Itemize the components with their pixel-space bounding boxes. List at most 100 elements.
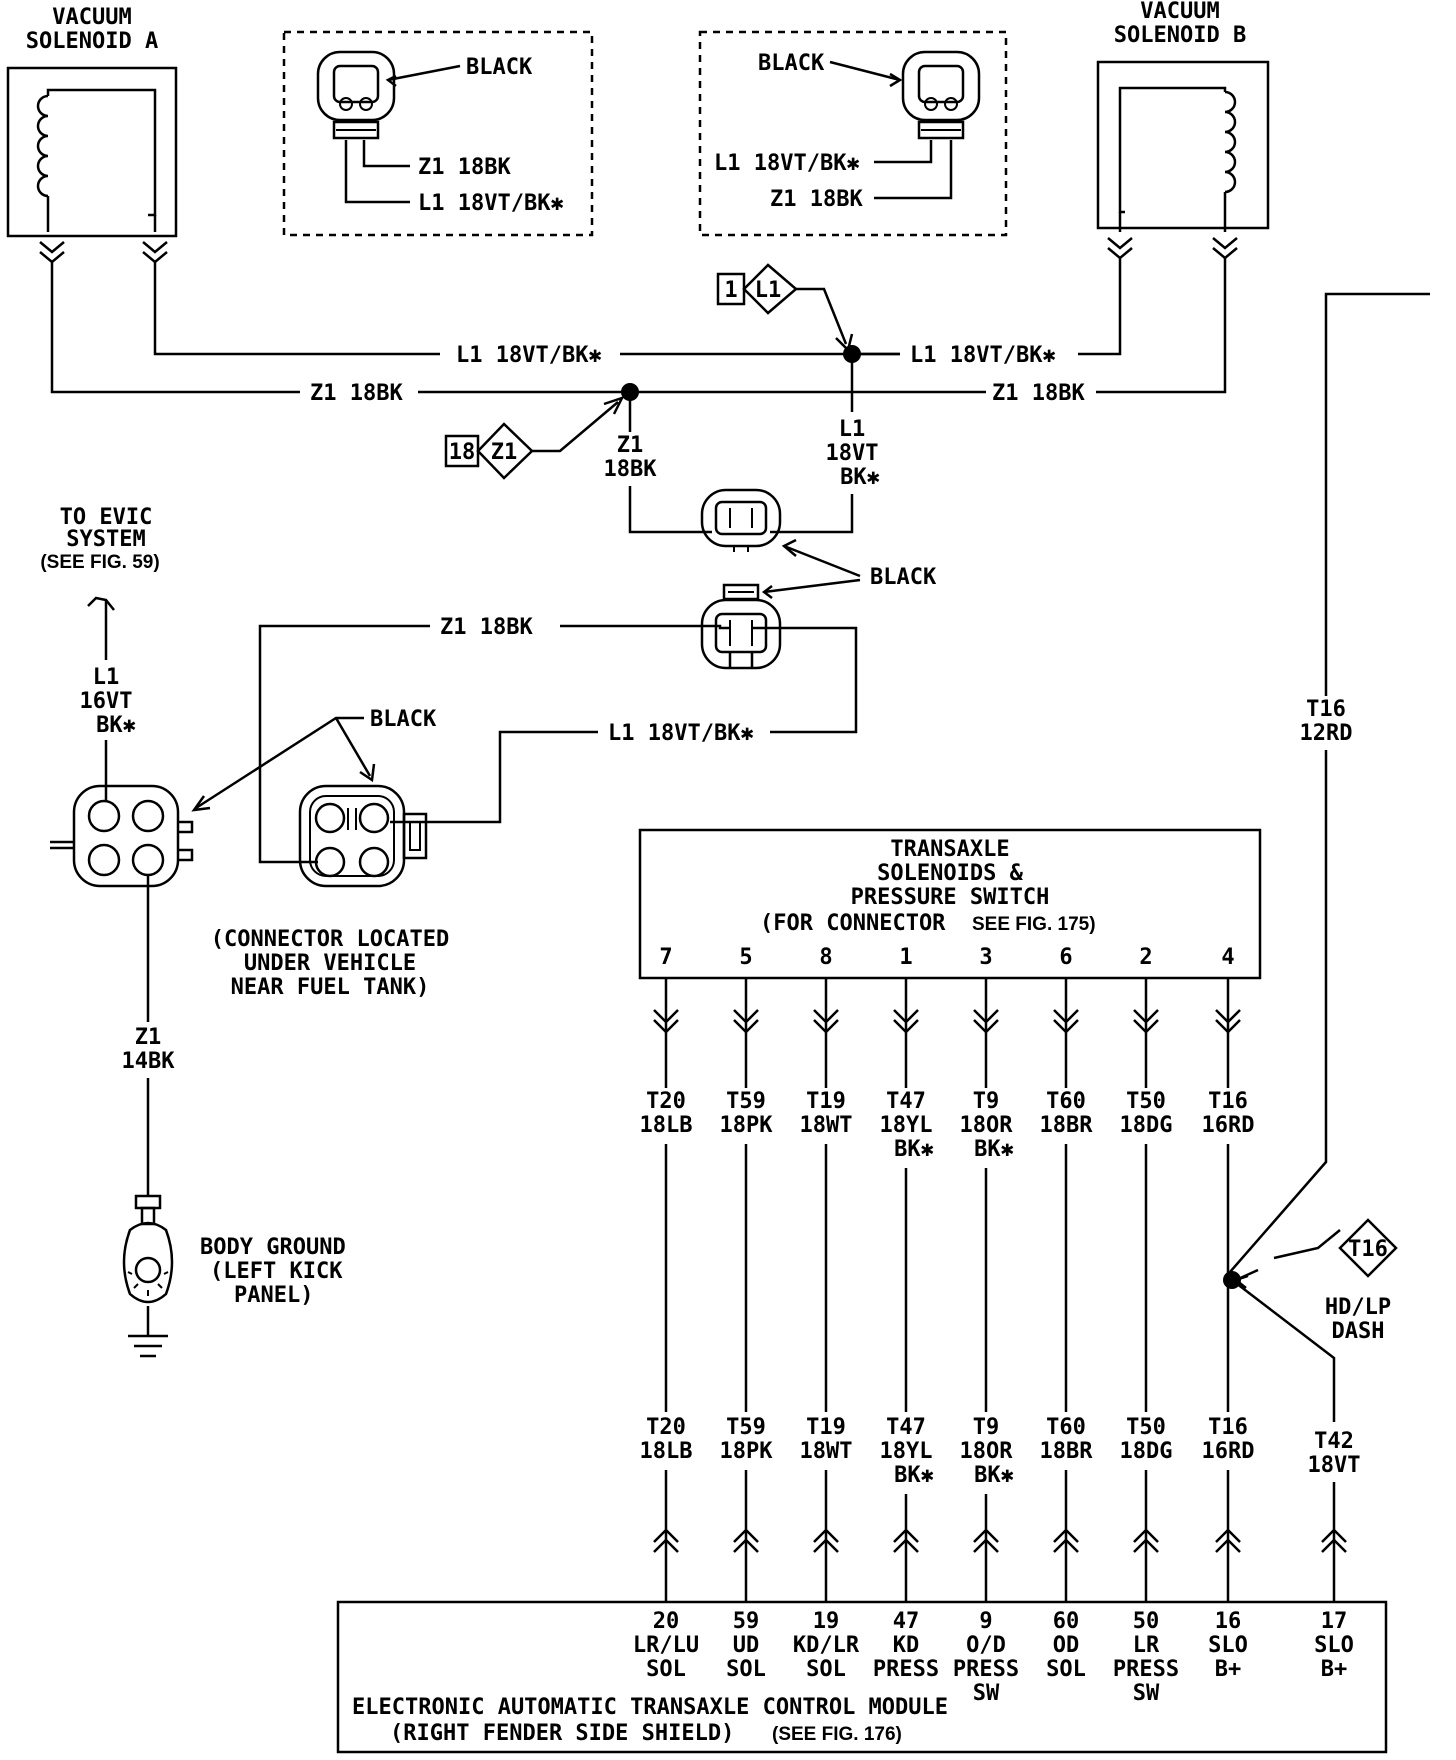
wire-label-bottom: 18PK [720, 1439, 774, 1464]
module-pin-label: 19 [813, 1609, 840, 1634]
transaxle-note-a: (FOR CONNECTOR [760, 911, 946, 936]
module-pin-label: PRESS [1113, 1657, 1179, 1682]
l1-evic-1: L1 [93, 665, 120, 690]
z1-ground-1: Z1 [135, 1025, 162, 1050]
transaxle-box: TRANSAXLE SOLENOIDS & PRESSURE SWITCH (F… [638, 828, 1262, 980]
module-pin-label: SLO [1314, 1633, 1354, 1658]
wire-label-bottom: T60 [1046, 1415, 1086, 1440]
hdlp-2: DASH [1332, 1319, 1385, 1344]
hdlp-1: HD/LP [1325, 1295, 1391, 1320]
transaxle-pin-number: 2 [1139, 945, 1152, 970]
transaxle-line-1: TRANSAXLE [890, 837, 1009, 862]
wire-label-bottom: 18BR [1040, 1439, 1094, 1464]
t16-splice: T16 HD/LP DASH T42 18VT [1223, 1218, 1398, 1602]
to-evic-1: TO EVIC [60, 505, 153, 530]
solenoid-a-title-2: SOLENOID A [26, 29, 158, 54]
connector-note-1: (CONNECTOR LOCATED [211, 927, 449, 952]
inset-right-wire2: Z1 18BK [770, 187, 863, 212]
black-label-mid: BLACK [870, 565, 937, 590]
inset-right-wire1: L1 18VT/BK✱ [714, 151, 860, 176]
wire-label-bottom: 18LB [640, 1439, 693, 1464]
wire-label-bottom: T19 [806, 1415, 846, 1440]
module-pin-label: KD/LR [793, 1633, 860, 1658]
l1-drop-1: L1 [839, 417, 866, 442]
transaxle-line-2: SOLENOIDS & [877, 861, 1023, 886]
module-pin-label: SOL [726, 1657, 766, 1682]
module-line-1: ELECTRONIC AUTOMATIC TRANSAXLE CONTROL M… [352, 1695, 948, 1720]
transaxle-line-3: PRESSURE SWITCH [851, 885, 1050, 910]
module-pin-label: 20 [653, 1609, 680, 1634]
inset-left-color: BLACK [466, 55, 533, 80]
module-fig: (SEE FIG. 176) [772, 1724, 902, 1745]
t42-2: 18VT [1308, 1453, 1361, 1478]
to-evic-2: SYSTEM [66, 527, 145, 552]
wire-label-top: T20 [646, 1089, 686, 1114]
inset-left-wire1: Z1 18BK [418, 155, 511, 180]
left-connector-pair: TO EVIC SYSTEM (SEE FIG. 59) L1 16VT BK✱… [40, 505, 449, 1196]
body-ground-3: PANEL) [234, 1283, 313, 1308]
wire-label-bottom: T50 [1126, 1415, 1166, 1440]
wire-label-top: T19 [806, 1089, 846, 1114]
module-pin-label: 60 [1053, 1609, 1080, 1634]
transaxle-wire-columns: T2018LBT2018LBT5918PKT5918PKT1918WTT1918… [640, 978, 1254, 1602]
module-pin-label: SOL [806, 1657, 846, 1682]
ref-z1-circuit: Z1 [491, 440, 518, 465]
inset-left-wire2: L1 18VT/BK✱ [418, 191, 564, 216]
black-label-left: BLACK [370, 707, 437, 732]
module-pin-label: 47 [893, 1609, 920, 1634]
inset-right-color: BLACK [758, 51, 825, 76]
solenoid-a-title-1: VACUUM [52, 5, 131, 30]
z1-ground-2: 14BK [122, 1049, 176, 1074]
wire-label-top: T47 [886, 1089, 926, 1114]
wire-label-bottom: T59 [726, 1415, 766, 1440]
wire-label-top: 18BR [1040, 1113, 1094, 1138]
z1-drop-1: Z1 [617, 433, 644, 458]
module-pin-label: 50 [1133, 1609, 1160, 1634]
l1-evic-2: 16VT [80, 689, 133, 714]
module-pin-label: PRESS [953, 1657, 1019, 1682]
wire-label-bottom: T16 [1208, 1415, 1248, 1440]
module-pin-label: B+ [1215, 1657, 1242, 1682]
solenoid-b-title-2: SOLENOID B [1114, 23, 1246, 48]
module-pin-label: SW [973, 1681, 1000, 1706]
ref-t16: T16 [1348, 1237, 1388, 1262]
body-ground: BODY GROUND (LEFT KICK PANEL) [122, 1194, 346, 1358]
body-ground-2: (LEFT KICK [210, 1259, 343, 1284]
l1-drop-3: BK✱ [840, 465, 880, 490]
l1-drop-2: 18VT [826, 441, 879, 466]
wire-label-bottom: T47 [886, 1415, 926, 1440]
t16-feed-1: T16 [1306, 697, 1346, 722]
transaxle-pin-number: 4 [1221, 945, 1234, 970]
module-pin-label: SOL [1046, 1657, 1086, 1682]
t16-feed: T16 12RD [1229, 292, 1430, 1273]
l1-left-label: L1 18VT/BK✱ [456, 343, 602, 368]
wire-label-bottom: 18WT [800, 1439, 853, 1464]
module-pin-label: SLO [1208, 1633, 1248, 1658]
module-pin-label: 9 [979, 1609, 992, 1634]
module-pin-label: PRESS [873, 1657, 939, 1682]
module-pin-label: UD [733, 1633, 760, 1658]
module-pin-label: B+ [1321, 1657, 1348, 1682]
module-pin-label: LR/LU [633, 1633, 699, 1658]
wire-label-top: T9 [973, 1089, 1000, 1114]
wire-label-top: 18WT [800, 1113, 853, 1138]
connector-inset-right: BLACK L1 18VT/BK✱ Z1 18BK [698, 30, 1008, 237]
wire-label-top: 18OR [960, 1113, 1014, 1138]
module-pin-label: O/D [966, 1633, 1006, 1658]
wire-label-top: T50 [1126, 1089, 1166, 1114]
wire-label-top: T16 [1208, 1089, 1248, 1114]
module-pin-label: OD [1053, 1633, 1080, 1658]
wire-label-bottom: 18DG [1120, 1439, 1173, 1464]
wire-label-top: T60 [1046, 1089, 1086, 1114]
to-evic-3: (SEE FIG. 59) [40, 552, 159, 573]
t42-1: T42 [1314, 1429, 1354, 1454]
module-pin-label: 17 [1321, 1609, 1348, 1634]
wire-label-top: 18LB [640, 1113, 693, 1138]
